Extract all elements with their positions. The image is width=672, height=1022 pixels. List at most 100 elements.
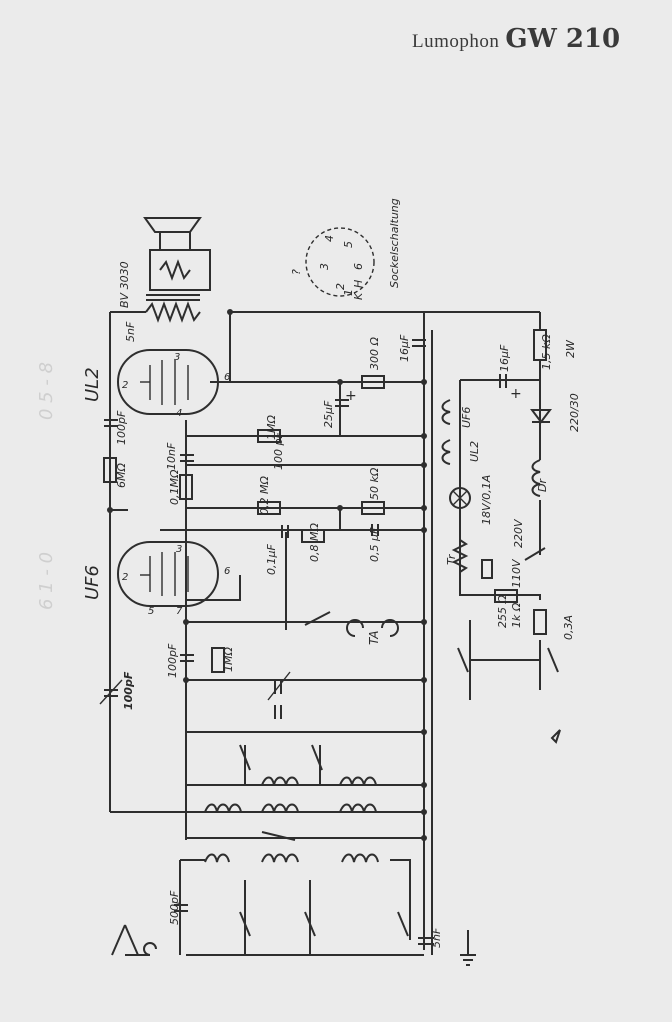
label-110v: 110V <box>510 558 523 588</box>
choke-coil <box>531 459 541 497</box>
label-tr: Tr <box>445 553 458 565</box>
resistor-6mohm <box>103 457 117 483</box>
label-socket-pin-5: 5 <box>342 241 355 248</box>
label-16uf-b: 16µF <box>498 344 511 372</box>
switch-1 <box>239 744 251 771</box>
label-01mohm: 0,1MΩ <box>168 469 181 505</box>
pilot-lamp <box>449 487 471 509</box>
ul2-pin-2: 2 <box>122 380 128 391</box>
speaker <box>143 217 211 291</box>
label-08mohm: 0,8 MΩ <box>308 523 321 562</box>
ul2-pin-4: 4 <box>176 408 182 419</box>
socket-diagram <box>305 227 375 297</box>
uf6-pin-7: 7 <box>176 606 183 617</box>
capacitor-01uf <box>281 525 289 538</box>
label-bv3030: BV 3030 <box>118 261 131 308</box>
trimmer-arrow <box>99 679 123 705</box>
label-socket-mark: ? <box>290 269 303 275</box>
ul2-pin-6: 6 <box>224 372 230 383</box>
label-220v: 220V <box>512 518 525 548</box>
capacitor-100pf-ul2 <box>104 419 118 427</box>
label-socket-pin-3: 3 <box>318 263 331 270</box>
resistor-02mohm <box>257 501 281 515</box>
label-16uf-a: 16µF <box>398 334 411 362</box>
switches <box>239 547 559 937</box>
ul2-pin-3: 3 <box>174 352 180 363</box>
capacitor-16uf-b <box>499 374 507 388</box>
label-2w: 2W <box>564 339 577 358</box>
label-02mohm: 0,2 MΩ <box>258 476 271 515</box>
tube-uf6 <box>117 541 219 607</box>
capacitor-16uf-a <box>412 339 426 347</box>
margin-note-a: 0 5 - 8 <box>36 362 57 420</box>
switch-2 <box>311 744 323 771</box>
label-uf6: UF6 <box>82 565 103 600</box>
label-1k: 1k Ω <box>510 602 523 628</box>
label-rectifier: 220/30 <box>568 393 581 432</box>
label-socket-pin-1: 1 <box>342 289 355 296</box>
label-socket-pin-h1: H <box>352 280 365 288</box>
label-100pf-mid: 100 pF <box>272 432 285 470</box>
capacitor-25uf <box>335 399 349 407</box>
capacitor-10nf <box>180 454 194 462</box>
label-5nf-top: 5nF <box>124 321 137 342</box>
capacitor-5nf-bottom <box>418 937 434 945</box>
label-25uf: 25µF <box>322 400 335 428</box>
component-labels: BV 3030 5nF UL2 100pF 6MΩ 10nF 0,1MΩ 1MΩ… <box>36 198 581 948</box>
label-5nf-bottom: 5nF <box>430 927 443 948</box>
switch-power-b <box>547 647 559 673</box>
label-ul2: UL2 <box>82 367 103 402</box>
capacitor-100pf-uf6 <box>180 654 194 662</box>
label-1mohm-grid: 1MΩ <box>222 647 235 672</box>
main-wiring <box>109 311 541 956</box>
label-socket-pin-2: 2 <box>334 283 347 290</box>
label-fuse: 0,3A <box>562 615 575 640</box>
rectifier <box>530 409 552 424</box>
transformer-tr <box>451 539 493 579</box>
resistors <box>103 329 547 673</box>
label-socket-pin-6: 6 <box>352 263 365 270</box>
capacitors <box>99 339 507 945</box>
label-100pf-ul2: 100pF <box>115 410 128 445</box>
plus-sign-1: + <box>345 388 357 404</box>
resistor-08mohm <box>301 529 325 543</box>
ground <box>460 930 476 966</box>
switch-voltage <box>524 547 546 561</box>
tube-ul2 <box>117 349 219 415</box>
label-100pf-trim: 100pF <box>122 671 135 710</box>
uf6-pin-5: 5 <box>148 606 154 617</box>
switch-5 <box>304 911 316 937</box>
title-model: GW 210 <box>505 24 621 54</box>
label-01uf: 0,1µF <box>265 544 278 575</box>
switch-6 <box>397 911 409 937</box>
uf6-pin-6: 6 <box>224 566 230 577</box>
label-socket-pin-k: K <box>352 292 365 300</box>
switch-ta <box>304 611 331 626</box>
label-300: 300 Ω <box>368 337 381 370</box>
resistor-01mohm <box>179 474 193 500</box>
resistor-fuse <box>533 609 547 635</box>
label-1mohm-top: 1MΩ <box>265 415 278 440</box>
label-heater-ul2: UL2 <box>468 441 481 462</box>
antenna <box>111 924 157 956</box>
uf6-pin-3: 3 <box>176 544 182 555</box>
label-heater-uf6: UF6 <box>460 407 473 428</box>
margin-note-b: 6 1 - 0 <box>36 552 57 610</box>
label-50k: 50 kΩ <box>368 467 381 500</box>
resistor-1-5k <box>533 329 547 361</box>
label-choke: Dr <box>536 478 549 492</box>
heater-ul2-coil <box>441 439 451 465</box>
capacitor-05uf <box>371 524 379 536</box>
output-transformer <box>145 294 201 323</box>
pickup-socket <box>346 619 399 637</box>
label-500pf: 500pF <box>168 890 181 925</box>
label-socket-pin-4: 4 <box>323 235 336 242</box>
label-ta: TA <box>367 631 381 645</box>
resistor-50k <box>361 501 385 515</box>
resistor-255 <box>494 589 518 603</box>
junctions <box>107 309 427 841</box>
switch-3 <box>261 831 296 841</box>
